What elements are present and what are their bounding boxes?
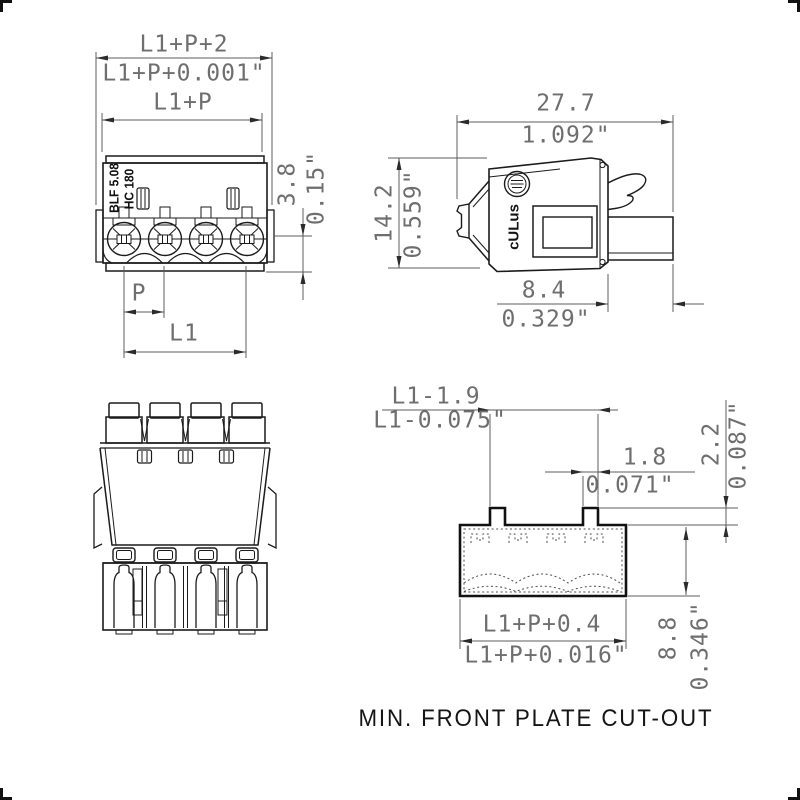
dim-notch-width-mm: 1.8: [622, 444, 668, 471]
product-label-type: HC 180: [121, 168, 137, 210]
front-view: [95, 155, 275, 272]
vent-slots: [136, 187, 240, 210]
marking-window: [532, 205, 598, 258]
dim-pin-span-width: L1+P: [153, 89, 213, 116]
product-label-series: BLF 5.08: [106, 163, 122, 213]
arrowheads: [96, 55, 306, 355]
drawing-caption: MIN. FRONT PLATE CUT-OUT: [358, 705, 714, 732]
dim-outer-width-in: L1+P+0.001": [102, 60, 266, 87]
side-view-dimensions: [388, 115, 704, 312]
dim-notch-height-in: 0.087": [725, 400, 752, 490]
dim-cutout-width-in: L1+P+0.016": [464, 642, 628, 669]
plug-shroud: [608, 216, 674, 261]
dim-cutout-height-mm: 8.8: [655, 615, 682, 661]
side-wing-left: [93, 486, 103, 550]
dim-bottom-offset-mm: 3.8: [274, 161, 301, 207]
dim-total-depth-in: 1.092": [521, 122, 611, 149]
dim-shroud-depth-in: 0.329": [501, 306, 591, 333]
dim-pitch: P: [131, 280, 147, 307]
cutout-view: [458, 506, 628, 598]
hidden-connector-contour: [463, 528, 623, 593]
dim-outer-width-mm: L1+P+2: [139, 31, 229, 58]
dim-notch-span-in: L1-0.075": [373, 407, 507, 434]
corner-mark: [788, 0, 800, 12]
cutout-dimensions: [382, 400, 738, 649]
corner-mark: [0, 788, 12, 800]
cul-us-mark-icon: cULus: [505, 204, 523, 250]
side-wing-right: [267, 486, 277, 550]
corner-mark: [0, 0, 12, 12]
dim-total-depth-mm: 27.7: [536, 90, 596, 117]
side-view: [456, 157, 674, 273]
wire-entry-funnel: [456, 180, 490, 262]
corner-mark: [788, 788, 800, 800]
dim-height-mm: 14.2: [371, 183, 398, 243]
arrowheads: [460, 407, 729, 644]
dim-bottom-offset-in: 0.15": [303, 150, 330, 226]
dim-cutout-height-in: 0.346": [687, 601, 714, 691]
arrowheads: [396, 119, 685, 307]
rear-view: [93, 402, 277, 635]
dim-cutout-width-mm: L1+P+0.4: [482, 611, 602, 638]
dim-notch-height-mm: 2.2: [698, 421, 725, 467]
dim-shroud-depth-mm: 8.4: [521, 277, 567, 304]
cutout-outline: [458, 506, 628, 598]
dim-l1: L1: [169, 320, 199, 347]
latch-lever: [607, 173, 647, 211]
front-view-dimensions: [95, 52, 312, 358]
dim-height-in: 0.559": [400, 169, 427, 259]
dim-notch-width-in: 0.071": [585, 472, 675, 499]
certification-logo-icon: [503, 170, 531, 198]
dim-notch-span-mm: L1-1.9: [391, 383, 481, 410]
